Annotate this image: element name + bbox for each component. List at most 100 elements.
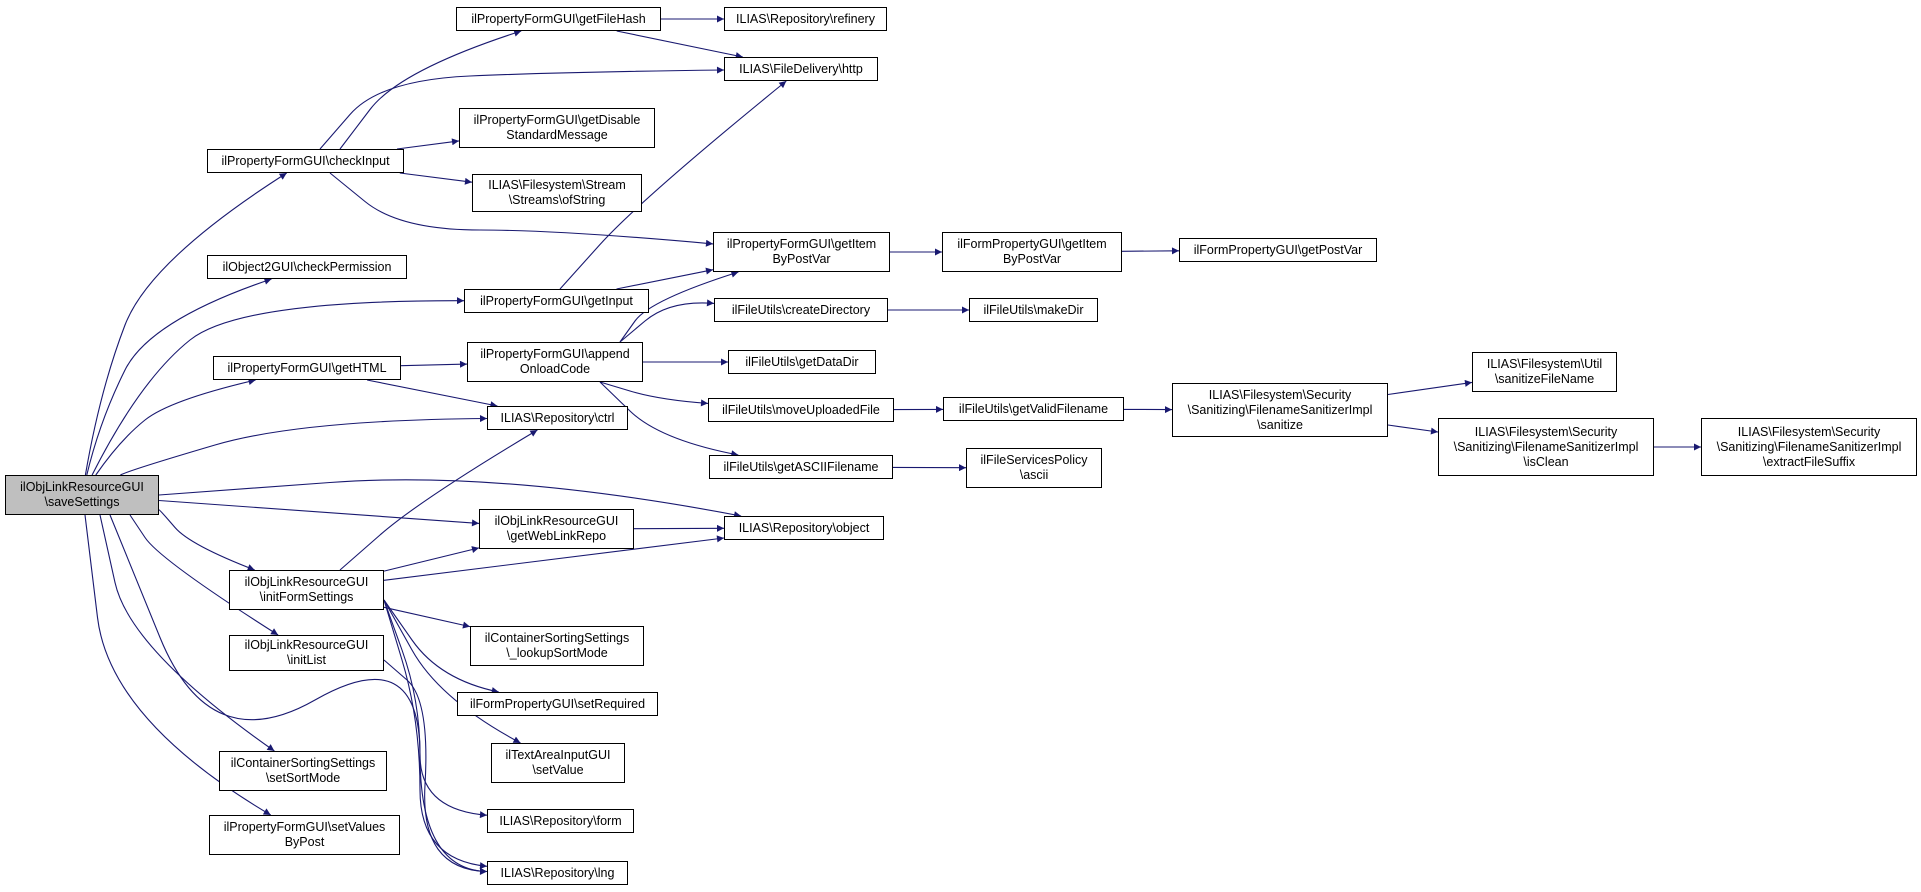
edge-saveSettings-to-checkInput — [84, 172, 287, 476]
node-label-line: ILIAS\FileDelivery\http — [739, 61, 863, 76]
edge-initFormSettings-to-getWebLinkRepo — [383, 546, 480, 572]
node-get-html[interactable]: ilPropertyFormGUI\getHTML — [213, 356, 401, 380]
edge-initList-to-lng — [383, 659, 488, 875]
edge-checkInput-to-ofString — [399, 172, 473, 185]
edge-saveSettings-to-setSortMode — [99, 514, 275, 752]
node-label-line: \_lookupSortMode — [506, 646, 608, 660]
node-ascii[interactable]: ilFileServicesPolicy\ascii — [966, 448, 1102, 488]
node-get-asciifilename[interactable]: ilFileUtils\getASCIIFilename — [709, 455, 893, 479]
edge-getFileHash-to-http — [616, 30, 743, 60]
node-text-area-set-value[interactable]: ilTextAreaInputGUI\setValue — [491, 743, 625, 783]
node-lookup-sort-mode[interactable]: ilContainerSortingSettings\_lookupSortMo… — [470, 626, 644, 666]
node-label-line: ilFormPropertyGUI\getPostVar — [1193, 242, 1363, 257]
edge-sanitize-to-isClean — [1387, 424, 1439, 435]
node-extract-file-suffix[interactable]: ILIAS\Filesystem\Security\Sanitizing\Fil… — [1701, 418, 1917, 476]
node-label-line: ilContainerSortingSettings — [484, 631, 630, 645]
node-get-data-dir[interactable]: ilFileUtils\getDataDir — [728, 350, 876, 374]
node-http[interactable]: ILIAS\FileDelivery\http — [724, 57, 878, 81]
node-make-dir[interactable]: ilFileUtils\makeDir — [969, 298, 1098, 322]
node-check-permission[interactable]: ilObject2GUI\checkPermission — [207, 255, 407, 279]
edge-saveSettings-to-setValuesByPost — [84, 514, 271, 816]
node-sanitize-file-name[interactable]: ILIAS\Filesystem\Util\sanitizeFileName — [1472, 352, 1617, 392]
node-save-settings[interactable]: ilObjLinkResourceGUI\saveSettings — [5, 475, 159, 515]
node-ctrl[interactable]: ILIAS\Repository\ctrl — [487, 406, 628, 430]
node-create-directory[interactable]: ilFileUtils\createDirectory — [714, 298, 888, 322]
node-init-form-settings[interactable]: ilObjLinkResourceGUI\initFormSettings — [229, 570, 384, 610]
node-label-line: ilFileUtils\getASCIIFilename — [723, 459, 879, 474]
node-sanitize[interactable]: ILIAS\Filesystem\Security\Sanitizing\Fil… — [1172, 383, 1388, 437]
node-refinery[interactable]: ILIAS\Repository\refinery — [724, 7, 887, 31]
edge-initFormSettings-to-form — [383, 599, 488, 819]
edge-initFormSettings-to-object — [383, 535, 725, 581]
edge-saveSettings-to-checkPermission — [86, 277, 272, 476]
node-get-file-hash[interactable]: ilPropertyFormGUI\getFileHash — [456, 7, 661, 31]
node-get-input[interactable]: ilPropertyFormGUI\getInput — [464, 289, 649, 313]
node-label-line: ilPropertyFormGUI\getItem — [726, 237, 877, 251]
edge-appendOnloadCode-to-getASCIIFilename — [599, 381, 739, 458]
edge-getInput-to-formGetItemByPostVar — [616, 267, 714, 290]
edge-initFormSettings-to-textAreaSetValue — [383, 599, 521, 744]
node-lng[interactable]: ILIAS\Repository\lng — [487, 861, 628, 885]
node-label-line: OnloadCode — [519, 362, 591, 376]
node-label-line: ilTextAreaInputGUI — [505, 748, 611, 762]
node-label-line: \ascii — [1019, 468, 1049, 482]
node-label-line: ilFileUtils\getDataDir — [745, 354, 859, 369]
node-is-clean[interactable]: ILIAS\Filesystem\Security\Sanitizing\Fil… — [1438, 418, 1654, 476]
edge-initFormSettings-to-ctrl — [339, 429, 538, 571]
node-init-list[interactable]: ilObjLinkResourceGUI\initList — [229, 635, 384, 671]
node-label-line: \setSortMode — [265, 771, 341, 785]
edge-getHTML-to-appendOnloadCode — [400, 360, 468, 368]
node-label-line: ilObjLinkResourceGUI — [244, 638, 369, 652]
node-label-line: ByPostVar — [772, 252, 831, 266]
node-label-line: \initFormSettings — [259, 590, 354, 604]
node-label-line: \Streams\ofString — [508, 193, 606, 207]
edge-propGetItemByPostVar-to-getPostVar — [1121, 247, 1180, 255]
node-get-post-var[interactable]: ilFormPropertyGUI\getPostVar — [1179, 238, 1377, 262]
node-label-line: ilPropertyFormGUI\getHTML — [227, 360, 387, 375]
node-label-line: ilFileUtils\createDirectory — [731, 302, 871, 317]
node-label-line: ilPropertyFormGUI\append — [480, 347, 630, 361]
node-label-line: ILIAS\Filesystem\Security — [1474, 424, 1618, 439]
node-get-valid-filename[interactable]: ilFileUtils\getValidFilename — [943, 397, 1124, 421]
node-label-line: ILIAS\Filesystem\Util — [1486, 357, 1603, 371]
edge-appendOnloadCode-to-moveUploadedFile — [599, 381, 709, 407]
node-set-sort-mode[interactable]: ilContainerSortingSettings\setSortMode — [219, 751, 387, 791]
edge-checkInput-to-http — [319, 66, 725, 150]
node-label-line: ilFileUtils\getValidFilename — [958, 401, 1109, 416]
node-label-line: \initList — [287, 653, 326, 667]
node-object[interactable]: ILIAS\Repository\object — [724, 516, 884, 540]
node-label-line: \extractFileSuffix — [1762, 454, 1856, 469]
node-label-line: ByPost — [284, 835, 325, 849]
edge-appendOnloadCode-to-createDirectory — [619, 299, 715, 343]
node-label-line: \getWebLinkRepo — [506, 529, 607, 543]
edge-initFormSettings-to-setRequired — [383, 599, 499, 695]
node-label-line: \setValue — [532, 763, 584, 777]
edge-getHTML-to-ctrl — [366, 379, 498, 409]
edge-saveSettings-to-getWebLinkRepo — [158, 499, 480, 527]
edge-checkInput-to-getDisableStandardMessage — [396, 138, 460, 150]
node-label-line: ILIAS\Repository\lng — [500, 865, 615, 880]
node-label-line: ILIAS\Repository\ctrl — [500, 410, 615, 425]
node-move-uploaded-file[interactable]: ilFileUtils\moveUploadedFile — [708, 398, 894, 422]
edge-sanitize-to-sanitizeFileName — [1387, 379, 1473, 396]
node-label-line: ILIAS\Filesystem\Security — [1208, 387, 1352, 402]
node-check-input[interactable]: ilPropertyFormGUI\checkInput — [207, 149, 404, 173]
node-label-line: \Sanitizing\FilenameSanitizerImpl — [1716, 439, 1902, 454]
node-label-line: ilFileServicesPolicy — [980, 453, 1088, 467]
node-form[interactable]: ILIAS\Repository\form — [487, 809, 634, 833]
node-label-line: ilObjLinkResourceGUI — [20, 480, 144, 494]
edge-checkInput-to-getFileHash — [339, 29, 522, 150]
node-get-web-link-repo[interactable]: ilObjLinkResourceGUI\getWebLinkRepo — [479, 509, 634, 549]
node-of-string[interactable]: ILIAS\Filesystem\Stream\Streams\ofString — [472, 174, 642, 212]
node-set-required[interactable]: ilFormPropertyGUI\setRequired — [457, 692, 658, 716]
node-label-line: ilContainerSortingSettings — [230, 756, 376, 770]
node-label-line: ilFormPropertyGUI\getItem — [957, 237, 1107, 251]
node-label-line: ilObjLinkResourceGUI — [244, 575, 369, 589]
edge-saveSettings-to-getInput — [91, 297, 465, 476]
